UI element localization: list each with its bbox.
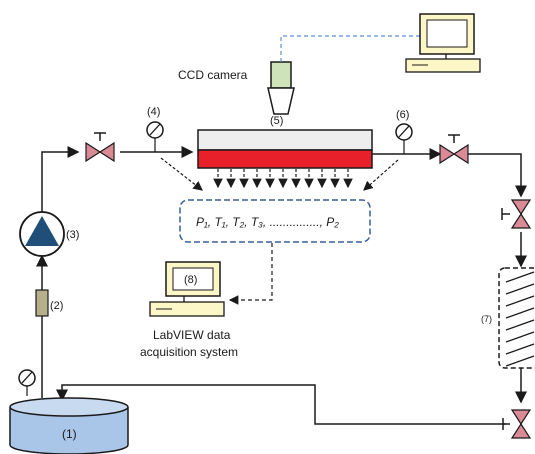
heat-exchanger: (7) <box>481 267 535 369</box>
heat-exchanger-label: (7) <box>481 314 492 324</box>
valve-inlet <box>85 132 115 163</box>
signal-box: P₁, T₁, T₂, T₃, ..............., P₂ <box>179 199 371 243</box>
valve-icon <box>439 143 456 165</box>
signal-box-frame <box>179 199 371 243</box>
filter-label: (2) <box>50 300 63 312</box>
valve-hx-outlet <box>502 409 532 439</box>
valve-icon <box>510 409 532 426</box>
daq-label: (8) <box>184 274 197 286</box>
test-section-label: (5) <box>270 115 283 127</box>
signal-to-daq-link <box>228 243 273 305</box>
pump: (3) <box>19 211 79 257</box>
sensor-arrows <box>160 157 399 191</box>
pipe-valve-down <box>468 153 527 198</box>
camera-icon <box>270 61 292 89</box>
pressure-gauge-tank <box>18 369 36 396</box>
capture-computer <box>405 13 481 73</box>
pump-label: (3) <box>66 229 79 241</box>
ccd-camera: CCD camera <box>178 61 295 115</box>
daq-caption-line1: LabVIEW data <box>153 328 231 342</box>
pipe-pump-valve <box>41 146 80 212</box>
signal-list: P₁, T₁, T₂, T₃, ..............., P₂ <box>196 215 339 229</box>
daq-computer: (8) LabVIEW data acquisition system <box>140 261 238 359</box>
pump-triangle <box>25 216 59 246</box>
pressure-gauge-outlet: (6) <box>395 109 413 154</box>
test-section: (5) <box>197 115 373 169</box>
daq-caption-line2: acquisition system <box>140 345 238 359</box>
valve-outlet <box>439 134 469 165</box>
valve-icon <box>510 199 532 216</box>
filter: (2) <box>35 289 63 317</box>
heat-exchanger-icon <box>498 267 535 369</box>
piping <box>36 146 527 425</box>
tank-top <box>9 397 129 417</box>
test-section-heater <box>197 149 373 169</box>
pressure-gauge-inlet: (4) <box>146 106 164 152</box>
gauge-outlet-label: (6) <box>396 109 409 121</box>
valve-hx-inlet <box>501 199 532 229</box>
test-section-channel <box>197 129 373 151</box>
pipe-return <box>56 384 505 425</box>
filter-icon <box>35 289 49 317</box>
ccd-camera-label: CCD camera <box>178 68 248 82</box>
camera-lens <box>267 87 295 115</box>
valve-icon <box>85 141 102 163</box>
camera-link <box>280 35 420 62</box>
tank: (1) <box>9 397 129 454</box>
tank-label: (1) <box>62 427 77 441</box>
gauge-inlet-label: (4) <box>147 106 160 118</box>
